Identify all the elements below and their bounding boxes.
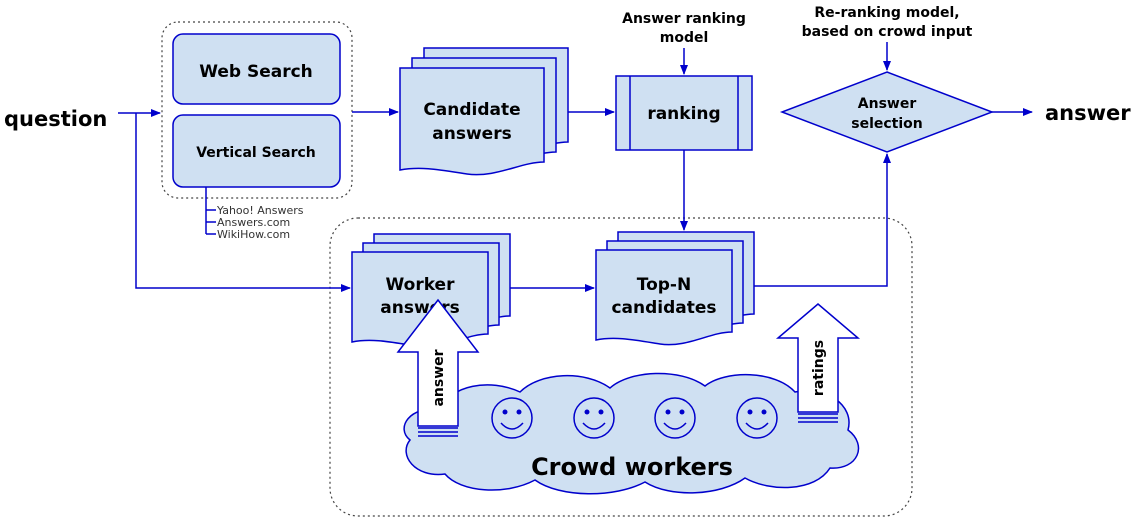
answer-ranking-model-line2: model xyxy=(660,30,709,46)
answer-selection-line1: Answer xyxy=(858,96,917,112)
candidate-answers-line1: Candidate xyxy=(423,100,520,120)
ranking-box-sidebars xyxy=(629,76,739,150)
answer-output-label: answer xyxy=(1045,101,1131,125)
web-search-box xyxy=(172,33,341,105)
topn-to-selection-arrow xyxy=(754,153,891,287)
candidate-answers-stack xyxy=(399,47,569,176)
source-wikihow-com: WikiHow.com xyxy=(217,228,290,241)
ratings-arrow-label: ratings xyxy=(811,340,827,396)
source-answers-com: Answers.com xyxy=(217,216,290,229)
worker-answers-line1: Worker xyxy=(386,275,456,295)
answer-hollow-arrow xyxy=(396,298,480,437)
ratings-hollow-arrow xyxy=(775,303,861,423)
crowd-face-3 xyxy=(654,397,696,439)
answer-selection-diamond xyxy=(779,71,995,153)
crowd-face-4 xyxy=(736,397,778,439)
crowd-workers-label: Crowd workers xyxy=(531,453,733,481)
answer-ranking-model-line1: Answer ranking xyxy=(622,11,746,27)
reranking-model-line1: Re-ranking model, xyxy=(814,5,959,21)
sources-bracket xyxy=(205,187,216,235)
candidate-answers-line2: answers xyxy=(432,124,511,144)
ranking-label: ranking xyxy=(647,104,720,124)
vertical-search-box xyxy=(172,114,341,188)
crowd-group xyxy=(329,217,913,517)
answer-selection-line2: selection xyxy=(851,116,923,132)
crowd-face-1 xyxy=(491,397,533,439)
answer-arrow-label: answer xyxy=(431,349,447,406)
web-search-label: Web Search xyxy=(199,62,313,82)
source-yahoo-answers: Yahoo! Answers xyxy=(216,204,304,217)
crowd-face-2 xyxy=(573,397,615,439)
vertical-search-label: Vertical Search xyxy=(196,145,316,161)
search-group xyxy=(161,21,353,199)
topn-candidates-stack xyxy=(595,231,755,346)
topn-candidates-line2: candidates xyxy=(611,298,716,318)
question-to-workers-arrow xyxy=(135,113,351,292)
topn-candidates-line1: Top-N xyxy=(637,275,691,295)
crowd-cloud xyxy=(403,372,860,495)
reranking-model-line2: based on crowd input xyxy=(802,24,973,40)
question-label: question xyxy=(4,107,107,131)
ranking-box xyxy=(615,75,753,151)
